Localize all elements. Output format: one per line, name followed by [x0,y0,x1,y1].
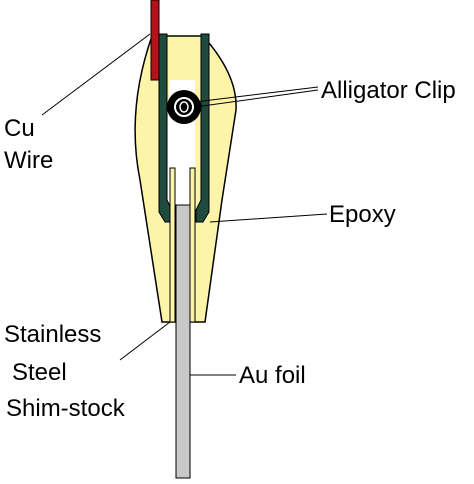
au-foil [175,204,191,479]
label-epoxy: Epoxy [329,201,396,228]
label-cu-wire-line2: Wire [4,147,53,174]
label-stainless-line2: Steel [12,359,67,386]
epoxy-leader [209,213,328,223]
clip-arm-right [195,33,210,223]
label-cu-wire-line1: Cu [4,115,35,142]
cu-wire [150,0,160,81]
label-au-foil: Au foil [239,362,306,389]
alligator-clip-leader-1 [194,86,319,103]
clip-pivot-ring [174,97,194,117]
shim-stock-right [189,167,196,323]
shim-stock-left [169,167,176,323]
label-stainless-line1: Stainless [4,321,101,348]
label-alligator-clip: Alligator Clip [321,77,456,104]
cu-wire-leader [41,33,151,116]
label-stainless-line3: Shim-stock [6,395,126,422]
clip-pivot-outer [167,90,201,124]
clip-pivot-slot [179,101,189,113]
shim-stock-leader [119,321,171,361]
alligator-clip-leader-2 [194,89,319,108]
